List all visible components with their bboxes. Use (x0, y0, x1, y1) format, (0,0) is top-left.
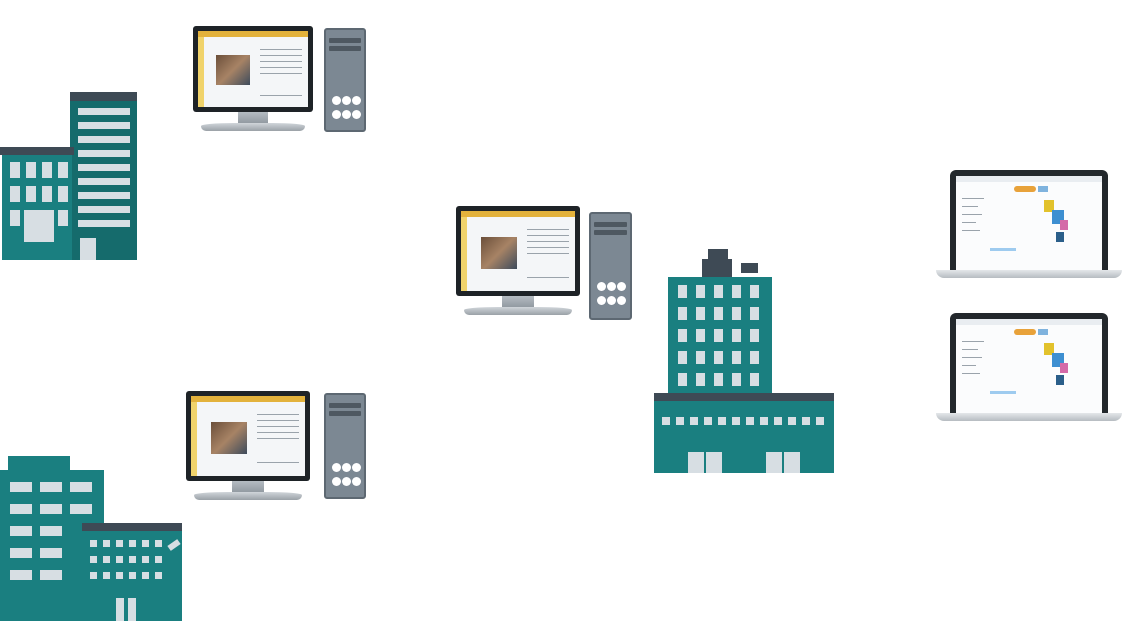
desktop-computer-icon (193, 26, 313, 132)
desktop-computer-icon (186, 391, 310, 501)
computer-tower-icon (324, 393, 366, 499)
workstation-bottom-left (186, 391, 368, 503)
laptop-top-right (936, 170, 1122, 278)
workstation-center (456, 206, 634, 320)
workstation-top-left (193, 26, 368, 136)
computer-tower-icon (589, 212, 632, 320)
left-top-office-building (0, 92, 138, 260)
left-bottom-office-building (0, 456, 185, 621)
desktop-computer-icon (456, 206, 580, 316)
central-headquarters-building (654, 249, 834, 473)
laptop-bottom-right (936, 313, 1122, 421)
computer-tower-icon (324, 28, 366, 132)
